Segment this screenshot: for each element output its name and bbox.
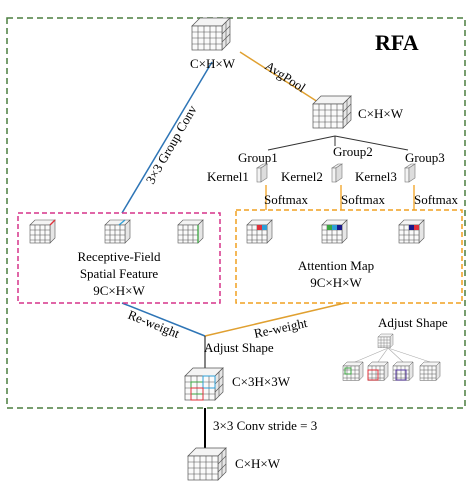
kernel1-glyph — [256, 163, 268, 183]
rf-cube-1 — [29, 219, 56, 244]
group1-label: Group1 — [238, 150, 278, 165]
softmax2-label: Softmax — [341, 192, 386, 207]
avgpool-label: AvgPool — [262, 58, 308, 95]
adjusted-feature-cube — [184, 367, 224, 401]
pooled-shape-label: C×H×W — [358, 106, 404, 121]
attn-cube-3 — [398, 219, 425, 244]
attn-shape: 9C×H×W — [310, 275, 362, 290]
group3-label: Group3 — [405, 150, 445, 165]
group-branch-right — [334, 135, 409, 151]
kernel1-label: Kernel1 — [207, 169, 249, 184]
reweight-right-line — [204, 302, 346, 337]
group-branch-left — [267, 135, 336, 151]
adjust-shape-label: Adjust Shape — [204, 340, 274, 355]
group2-label: Group2 — [333, 144, 373, 159]
kernel3-glyph — [404, 163, 416, 183]
rfa-module-frame — [6, 17, 466, 409]
receptive-field-box — [17, 212, 221, 304]
rf-shape: 9C×H×W — [93, 283, 145, 298]
adjust-shape-legend: Adjust Shape — [342, 315, 448, 381]
input-feature-cube — [191, 17, 231, 51]
group-conv-label: 3×3 Group Conv — [143, 102, 200, 186]
kernel2-glyph — [331, 163, 343, 183]
reweight-left-line — [121, 302, 206, 337]
attn-cube-2 — [321, 219, 348, 244]
rf-label-line1: Receptive-Field — [77, 249, 161, 264]
kernel2-label: Kernel2 — [281, 169, 323, 184]
kernel3-label: Kernel3 — [355, 169, 397, 184]
adjust-shape-legend-label: Adjust Shape — [378, 315, 448, 330]
rf-cube-2 — [104, 219, 131, 244]
rf-label-line2: Spatial Feature — [80, 266, 159, 281]
module-title: RFA — [375, 30, 419, 55]
reweight-left-label: Re-weight — [126, 307, 182, 341]
attn-label-line1: Attention Map — [298, 258, 374, 273]
avgpool-connector — [239, 51, 319, 103]
input-shape-label: C×H×W — [190, 56, 236, 71]
output-shape-label: C×H×W — [235, 456, 281, 471]
rf-cube-3 — [177, 219, 204, 244]
output-feature-cube — [187, 447, 227, 481]
softmax1-label: Softmax — [264, 192, 309, 207]
adjusted-shape-label: C×3H×3W — [232, 374, 291, 389]
pooled-feature-cube — [312, 95, 352, 129]
attention-map-box — [235, 209, 463, 304]
group-conv-connector — [121, 61, 213, 214]
attn-cube-1 — [246, 219, 273, 244]
conv-stride-label: 3×3 Conv stride = 3 — [213, 418, 317, 433]
softmax3-label: Softmax — [414, 192, 459, 207]
